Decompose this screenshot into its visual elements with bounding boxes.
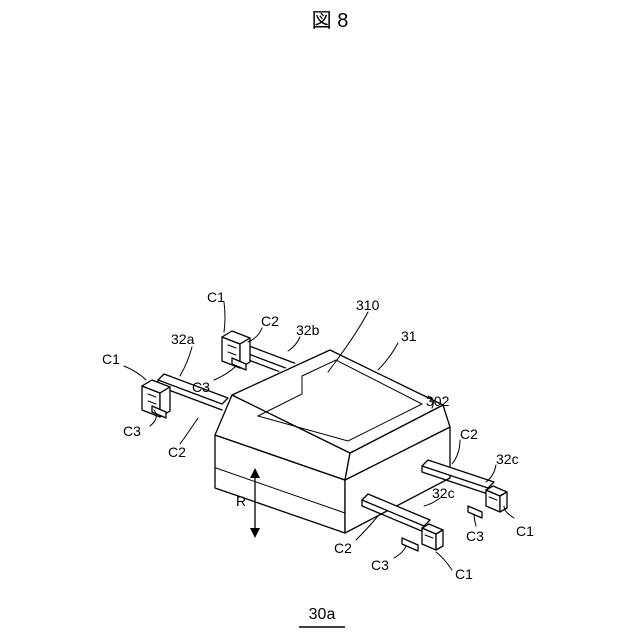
- figure-title: 図 8: [312, 10, 349, 32]
- label-32c-right: 32c: [496, 451, 519, 467]
- label-c3-top: C3: [192, 379, 210, 395]
- label-32b: 32b: [296, 322, 320, 338]
- label-c3-left: C3: [123, 423, 141, 439]
- label-c1-bottom: C1: [455, 566, 473, 582]
- label-c3-bottom: C3: [371, 557, 389, 573]
- label-c2-top: C2: [261, 313, 279, 329]
- label-c2-bottom: C2: [334, 540, 352, 556]
- label-c1-top-left: C1: [207, 289, 225, 305]
- body-31: [215, 350, 450, 533]
- label-c1-left: C1: [102, 351, 120, 367]
- label-c3-right: C3: [466, 528, 484, 544]
- label-302: 302: [426, 393, 450, 409]
- label-31: 31: [401, 328, 417, 344]
- label-310: 310: [356, 297, 380, 313]
- figure-caption: 30a: [309, 606, 336, 623]
- label-c2-left: C2: [168, 444, 186, 460]
- label-32c-bottom: 32c: [432, 485, 455, 501]
- label-32a: 32a: [171, 331, 195, 347]
- label-c2-right: C2: [460, 426, 478, 442]
- label-c1-right: C1: [516, 523, 534, 539]
- label-r: R: [236, 493, 246, 509]
